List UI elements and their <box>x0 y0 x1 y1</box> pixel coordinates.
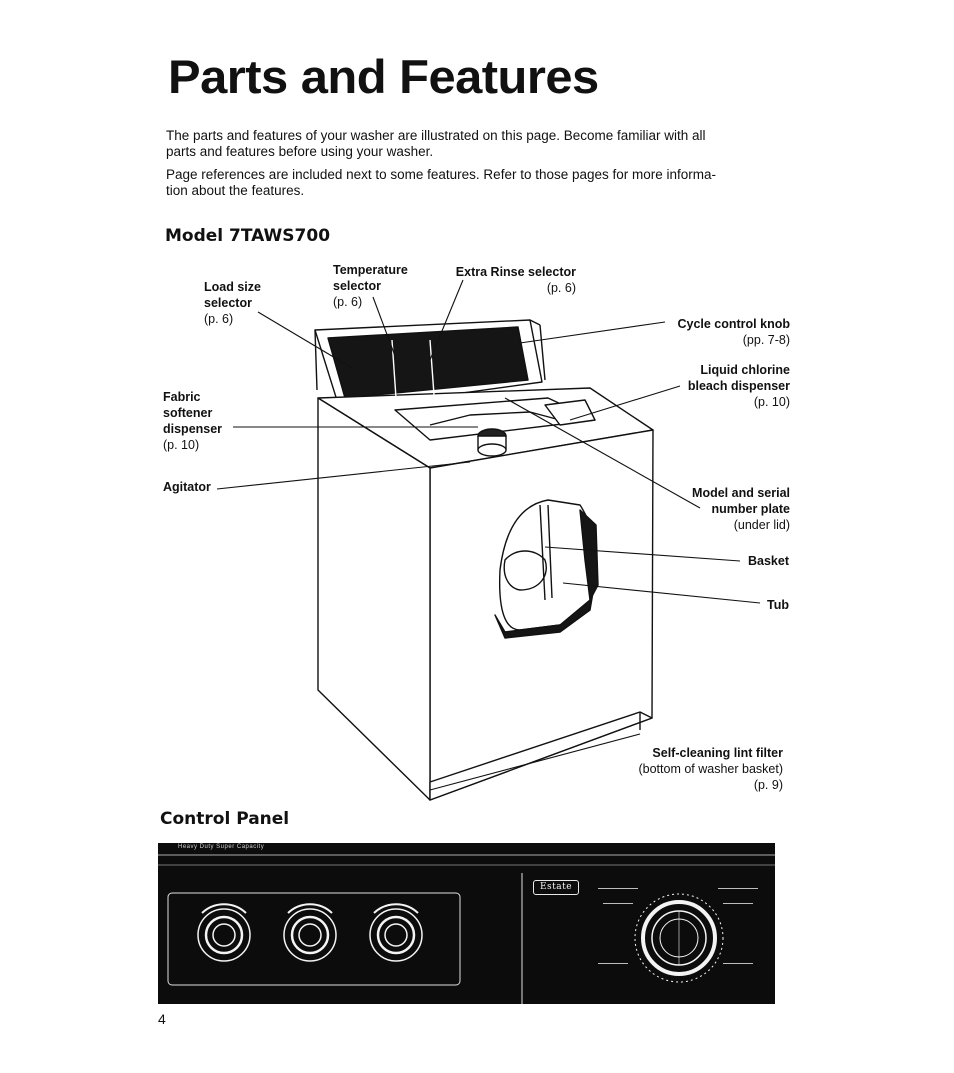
label-model-serial-plate: Model and serial number plate (under lid… <box>650 485 790 533</box>
label-page-ref: (p. 6) <box>546 281 576 295</box>
page-title: Parts and Features <box>168 50 599 103</box>
label-basket: Basket <box>700 553 789 569</box>
label-text: dispenser <box>163 422 223 436</box>
label-text: number plate <box>711 502 791 516</box>
label-page-ref: (p. 9) <box>753 778 783 792</box>
label-text: Cycle control knob <box>677 317 790 331</box>
cabinet-side <box>317 397 431 801</box>
intro-paragraph-2: Page references are included next to som… <box>166 167 806 199</box>
label-text: selector <box>204 296 252 310</box>
intro-paragraph-1: The parts and features of your washer ar… <box>166 128 806 160</box>
label-page-ref: (p. 6) <box>333 295 363 309</box>
label-text: Agitator <box>163 480 211 494</box>
cycle-control-dial <box>634 893 724 983</box>
model-heading: Model 7TAWS700 <box>165 226 331 246</box>
page-number: 4 <box>158 1011 166 1027</box>
label-text: (bottom of washer basket) <box>638 762 783 776</box>
label-text: selector <box>333 279 381 293</box>
label-text: softener <box>163 406 213 420</box>
label-text: Tub <box>767 598 789 612</box>
label-text: Temperature <box>333 263 408 277</box>
label-fabric-softener-dispenser: Fabric softener dispenser (p. 10) <box>163 389 222 453</box>
panel-tick-marks <box>598 888 758 964</box>
label-text: Self-cleaning lint filter <box>652 746 783 760</box>
label-text: Basket <box>748 554 789 568</box>
selector-knobs <box>197 903 423 962</box>
label-page-ref: (under lid) <box>733 518 790 532</box>
leader-lines <box>216 279 761 791</box>
panel-strip-text: Heavy Duty Super Capacity <box>178 844 265 850</box>
label-text: Extra Rinse selector <box>455 265 576 279</box>
label-load-size-selector: Load size selector (p. 6) <box>204 279 261 327</box>
control-panel-heading: Control Panel <box>160 809 290 829</box>
label-temperature-selector: Temperature selector (p. 6) <box>333 262 408 310</box>
label-lint-filter: Self-cleaning lint filter (bottom of was… <box>600 745 783 793</box>
brand-logo: Estate <box>533 880 579 895</box>
label-text: Liquid chlorine <box>700 363 790 377</box>
control-panel-photo <box>158 843 775 1004</box>
label-cycle-control-knob: Cycle control knob (pp. 7-8) <box>650 316 790 348</box>
label-tub: Tub <box>720 597 789 613</box>
label-text: Model and serial <box>692 486 790 500</box>
label-agitator: Agitator <box>163 479 211 495</box>
control-panel-art <box>158 854 775 1004</box>
intro-1-line-1: The parts and features of your washer ar… <box>166 128 706 143</box>
label-bleach-dispenser: Liquid chlorine bleach dispenser (p. 10) <box>650 362 790 410</box>
intro-2-line-1: Page references are included next to som… <box>166 167 717 182</box>
label-text: Load size <box>204 280 261 294</box>
temperature-knob <box>283 903 337 962</box>
label-extra-rinse-selector: Extra Rinse selector (p. 6) <box>446 264 576 296</box>
intro-1-line-2: parts and features before using your was… <box>166 144 434 159</box>
label-text: bleach dispenser <box>687 379 790 393</box>
label-page-ref: (p. 10) <box>163 438 200 452</box>
label-text: Fabric <box>163 390 201 404</box>
label-page-ref: (p. 10) <box>753 395 790 409</box>
selector-bezel <box>167 892 461 986</box>
label-page-ref: (p. 6) <box>204 312 234 326</box>
label-page-ref: (pp. 7-8) <box>742 333 790 347</box>
console-window <box>327 326 529 399</box>
load-size-knob <box>197 903 251 962</box>
intro-2-line-2: tion about the features. <box>166 183 305 198</box>
extra-rinse-knob <box>369 903 423 962</box>
